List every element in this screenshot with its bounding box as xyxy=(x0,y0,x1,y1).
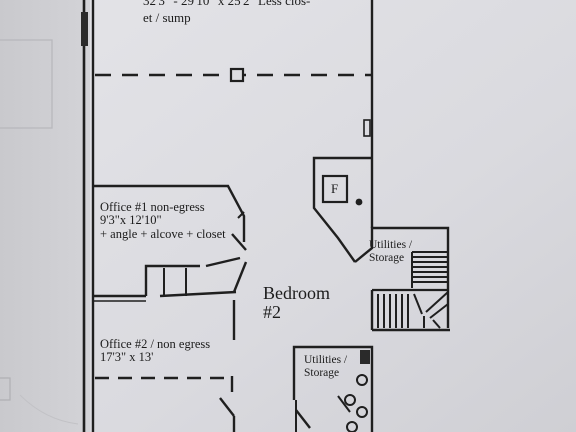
office1-dimensions: 9'3"x 12'10" xyxy=(100,213,162,227)
bedroom-number: #2 xyxy=(263,302,281,322)
tank-circle-4 xyxy=(346,421,358,432)
office1-extras: + angle + alcove + closet xyxy=(100,227,226,241)
east-wall-marker xyxy=(363,119,371,137)
alcove-wall xyxy=(144,264,200,296)
drain-dot xyxy=(355,198,363,206)
stair-winder-5 xyxy=(432,319,441,329)
top-room-dimensions: 32'3" - 29'10" x 25'2" Less clos- xyxy=(143,0,311,8)
support-post xyxy=(229,67,245,83)
office1-north-wall xyxy=(93,184,246,242)
office1-east-wall xyxy=(232,261,248,293)
office1-door-angle xyxy=(231,233,247,251)
office2-dimensions: 17'3" x 13' xyxy=(100,350,154,364)
faint-left-corner xyxy=(0,377,11,401)
faint-left-curve xyxy=(19,394,79,425)
office2-door-angle xyxy=(219,397,235,417)
furnace-box xyxy=(321,174,349,204)
furnace-wall xyxy=(312,156,372,263)
utilities-upper-sub: Storage xyxy=(369,252,405,264)
stair-winder-3 xyxy=(429,303,449,319)
tank-circle-3 xyxy=(356,406,368,418)
stair-winder-1 xyxy=(413,293,423,315)
utilities-lower-wall xyxy=(292,345,374,432)
tank-circle-1 xyxy=(356,374,368,386)
utilities-lower-title: Utilities / xyxy=(304,354,348,366)
west-wall-window xyxy=(81,12,88,46)
stair-winder-2 xyxy=(425,291,449,313)
top-room-dimensions-2: et / sump xyxy=(143,10,191,25)
office1-title: Office #1 non-egress xyxy=(100,200,205,214)
bedroom-title: Bedroom xyxy=(263,283,330,303)
office1-wall-jog xyxy=(237,211,245,219)
tank-circle-2 xyxy=(344,394,356,406)
faint-left-box xyxy=(0,39,53,129)
office2-title: Office #2 / non egress xyxy=(100,337,211,351)
office1-south-wall-b xyxy=(159,290,237,298)
tank-angle-line xyxy=(337,395,351,413)
utilities-lower-door-angle xyxy=(295,409,311,429)
furnace-label: F xyxy=(331,181,339,196)
closet-wall xyxy=(205,256,241,268)
utilities-lower-fixture xyxy=(360,350,370,364)
paper-left-shade xyxy=(0,0,90,432)
utilities-lower-sub: Storage xyxy=(304,367,340,379)
utilities-upper-title: Utilities / xyxy=(369,239,413,251)
